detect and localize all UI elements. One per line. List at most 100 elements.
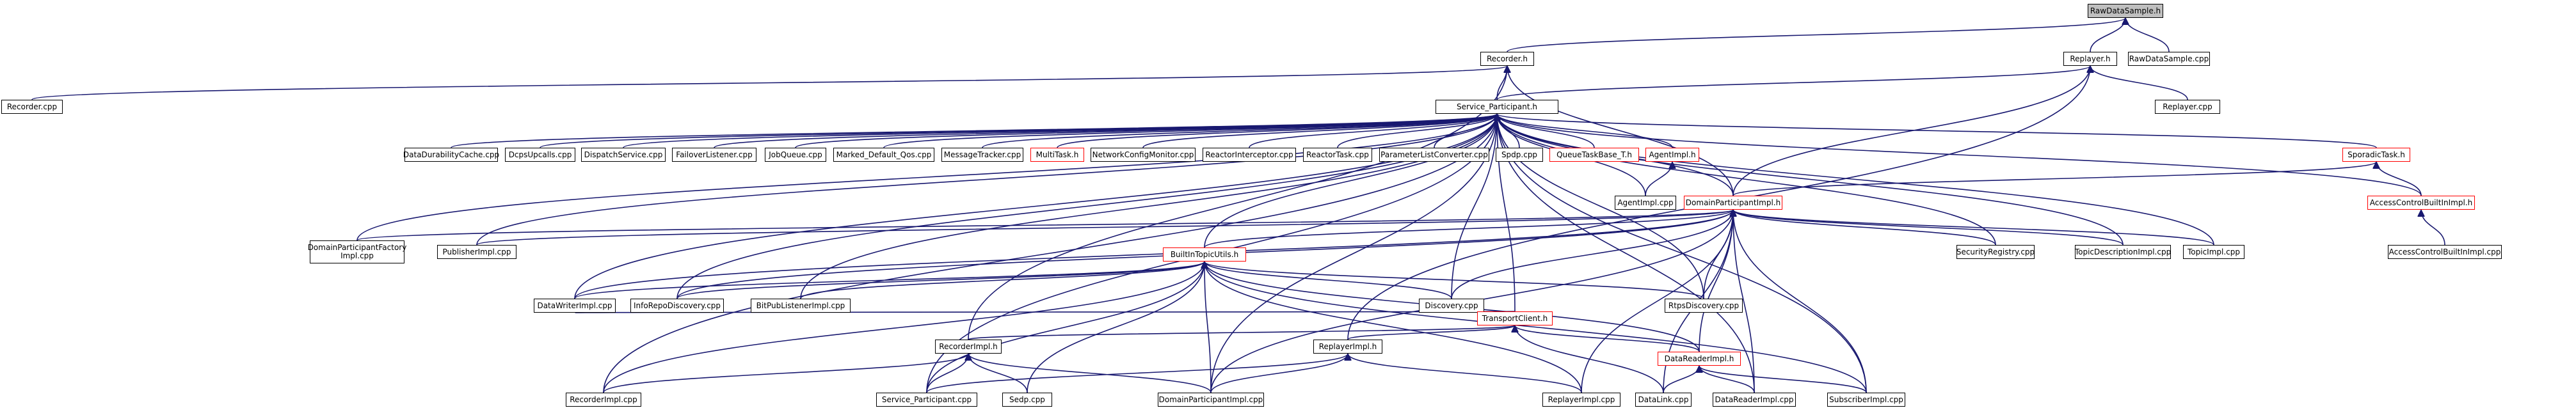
node-subscriber-impl-cpp[interactable]: SubscriberImpl.cpp — [1827, 393, 1905, 407]
node-recorder-impl-cpp[interactable]: RecorderImpl.cpp — [566, 393, 641, 407]
edge-ncm-to-sph — [1142, 113, 1497, 148]
edge-bpl-to-btu — [800, 261, 1204, 299]
node-message-tracker-cpp[interactable]: MessageTracker.cpp — [941, 148, 1023, 162]
edge-dricpp-to-drih — [1699, 365, 1755, 393]
node-replayer-impl-cpp[interactable]: ReplayerImpl.cpp — [1542, 393, 1620, 407]
dependency-edges — [31, 17, 2445, 393]
edge-rtps-to-btu — [1204, 261, 1704, 299]
edge-ti-to-dpih — [1733, 209, 2214, 246]
node-reactor-interceptor-cpp[interactable]: ReactorInterceptor.cpp — [1203, 148, 1296, 162]
edge-tdi-to-sph — [1497, 114, 2124, 246]
edge-mdq-to-sph — [883, 113, 1497, 148]
node-job-queue-cpp[interactable]: JobQueue.cpp — [765, 148, 826, 162]
edge-jq-to-sph — [795, 113, 1497, 148]
edge-aicpp-to-aih — [1645, 161, 1672, 196]
node-security-registry-cpp[interactable]: SecurityRegistry.cpp — [1956, 245, 2035, 259]
node-replayer-cpp[interactable]: Replayer.cpp — [2155, 100, 2220, 114]
edge-ird-to-btu — [676, 261, 1204, 299]
edge-dwi-to-btu — [574, 261, 1204, 299]
edge-qtb-to-sph — [1497, 113, 1595, 148]
node-reactor-task-cpp[interactable]: ReactorTask.cpp — [1303, 148, 1372, 162]
edge-dl-to-drih — [1663, 365, 1699, 393]
node-rtps-discovery-cpp[interactable]: RtpsDiscovery.cpp — [1665, 299, 1743, 313]
node-marked-default-qos-cpp[interactable]: Marked_Default_Qos.cpp — [833, 148, 934, 162]
edge-dwi-to-dpih — [574, 209, 1733, 299]
node-domain-participant-factory-impl-cpp[interactable]: DomainParticipantFactory Impl.cpp — [308, 240, 406, 263]
edge-sicpp-to-dpih — [1733, 210, 1867, 393]
node-builtin-topic-utils-h[interactable]: BuiltInTopicUtils.h — [1163, 247, 1246, 262]
node-recorder-impl-h[interactable]: RecorderImpl.h — [935, 340, 1002, 354]
edge-sedp-to-btu — [1027, 262, 1204, 393]
node-raw-data-sample-h[interactable]: RawDataSample.h — [2088, 4, 2163, 18]
edge-ddc-to-sph — [451, 113, 1497, 148]
node-recorder-h[interactable]: Recorder.h — [1480, 52, 1534, 66]
node-sporadic-task-h[interactable]: SporadicTask.h — [2342, 148, 2410, 162]
edge-pub-to-dpih — [476, 209, 1733, 246]
edge-tdi-to-dpih — [1733, 209, 2124, 246]
edge-sicpp-to-drih — [1699, 365, 1867, 393]
edge-spcpp-to-rih — [926, 353, 968, 393]
node-access-control-builtin-impl-h[interactable]: AccessControlBuiltInImpl.h — [2367, 196, 2475, 210]
node-network-config-monitor-cpp[interactable]: NetworkConfigMonitor.cpp — [1091, 148, 1196, 162]
edge-ri-to-sph — [1249, 113, 1497, 148]
edge-ricpp-to-sph — [603, 114, 1497, 393]
node-transport-client-h[interactable]: TransportClient.h — [1477, 311, 1553, 325]
node-discovery-cpp[interactable]: Discovery.cpp — [1419, 299, 1484, 313]
node-domain-participant-impl-h[interactable]: DomainParticipantImpl.h — [1684, 196, 1782, 210]
node-data-writer-impl-cpp[interactable]: DataWriterImpl.cpp — [534, 299, 616, 313]
node-data-reader-impl-cpp[interactable]: DataReaderImpl.cpp — [1713, 393, 1796, 407]
edge-acbih-to-sph — [1497, 113, 2422, 196]
edge-acbicpp-to-acbih — [2421, 209, 2445, 246]
node-service-participant-h[interactable]: Service_Participant.h — [1436, 100, 1558, 114]
node-topic-impl-cpp[interactable]: TopicImpl.cpp — [2183, 245, 2244, 259]
node-topic-description-impl-cpp[interactable]: TopicDescriptionImpl.cpp — [2075, 245, 2171, 259]
node-parameter-list-converter-cpp[interactable]: ParameterListConverter.cpp — [1379, 148, 1489, 162]
node-failover-listener-cpp[interactable]: FailoverListener.cpp — [672, 148, 756, 162]
node-info-repo-discovery-cpp[interactable]: InfoRepoDiscovery.cpp — [630, 299, 724, 313]
edge-dricpp-to-dpih — [1733, 210, 1755, 393]
edge-rih-to-tch — [968, 325, 1515, 340]
edge-rdscpp-to-rds — [2125, 17, 2170, 52]
node-dispatch-service-cpp[interactable]: DispatchService.cpp — [581, 148, 666, 162]
edge-acbih-to-stk — [2376, 161, 2422, 196]
node-bit-pub-listener-impl-cpp[interactable]: BitPubListenerImpl.cpp — [751, 299, 851, 313]
edge-rec-to-rds — [1507, 17, 2125, 52]
edge-dl-to-tch — [1515, 325, 1664, 393]
edge-rep-to-rds — [2090, 17, 2125, 52]
node-access-control-builtin-impl-cpp[interactable]: AccessControlBuiltInImpl.cpp — [2388, 245, 2502, 259]
edge-rtps-to-sph — [1497, 114, 1704, 299]
node-agent-impl-cpp[interactable]: AgentImpl.cpp — [1615, 196, 1676, 210]
node-agent-impl-h[interactable]: AgentImpl.h — [1645, 148, 1699, 162]
edge-pub-to-sph — [476, 114, 1497, 246]
edge-ricpp-to-btu — [603, 262, 1204, 393]
node-data-durability-cache-cpp[interactable]: DataDurabilityCache.cpp — [403, 148, 499, 162]
edge-ti-to-sph — [1497, 114, 2214, 246]
edge-spcpp-to-rpih — [926, 353, 1348, 393]
edge-rpicpp-to-btu — [1204, 262, 1582, 393]
edge-repcpp-to-rep — [2090, 65, 2188, 100]
edge-dpih-to-stk — [1732, 161, 2376, 196]
node-service-participant-cpp[interactable]: Service_Participant.cpp — [876, 393, 977, 407]
node-data-reader-impl-h[interactable]: DataReaderImpl.h — [1658, 352, 1741, 366]
node-sedp-cpp[interactable]: Sedp.cpp — [1002, 393, 1052, 407]
node-spdp-cpp[interactable]: Spdp.cpp — [1496, 148, 1543, 162]
node-domain-participant-impl-cpp[interactable]: DomainParticipantImpl.cpp — [1158, 393, 1264, 407]
node-publisher-impl-cpp[interactable]: PublisherImpl.cpp — [437, 245, 516, 259]
edge-dricpp-to-sph — [1497, 114, 1755, 393]
node-replayer-h[interactable]: Replayer.h — [2063, 52, 2117, 66]
edge-dpicpp-to-sph — [1210, 114, 1497, 393]
edge-aih-to-sph — [1497, 113, 1673, 148]
node-raw-data-sample-cpp[interactable]: RawDataSample.cpp — [2128, 52, 2210, 66]
node-multi-task-h[interactable]: MultiTask.h — [1030, 148, 1084, 162]
edge-dwi-to-sph — [574, 114, 1497, 299]
edge-dpicpp-to-rih — [968, 353, 1212, 393]
edge-dpicpp-to-btu — [1204, 262, 1212, 393]
edge-drih-to-tch — [1515, 325, 1700, 352]
node-replayer-impl-h[interactable]: ReplayerImpl.h — [1313, 340, 1382, 354]
node-dcps-upcalls-cpp[interactable]: DcpsUpcalls.cpp — [505, 148, 575, 162]
node-recorder-cpp[interactable]: Recorder.cpp — [1, 100, 63, 114]
node-queue-task-base-t-h[interactable]: QueueTaskBase_T.h — [1549, 148, 1639, 162]
edge-sreg-to-dpih — [1733, 209, 1996, 246]
node-data-link-cpp[interactable]: DataLink.cpp — [1635, 393, 1692, 407]
edge-dpfi-to-sph — [356, 114, 1497, 241]
